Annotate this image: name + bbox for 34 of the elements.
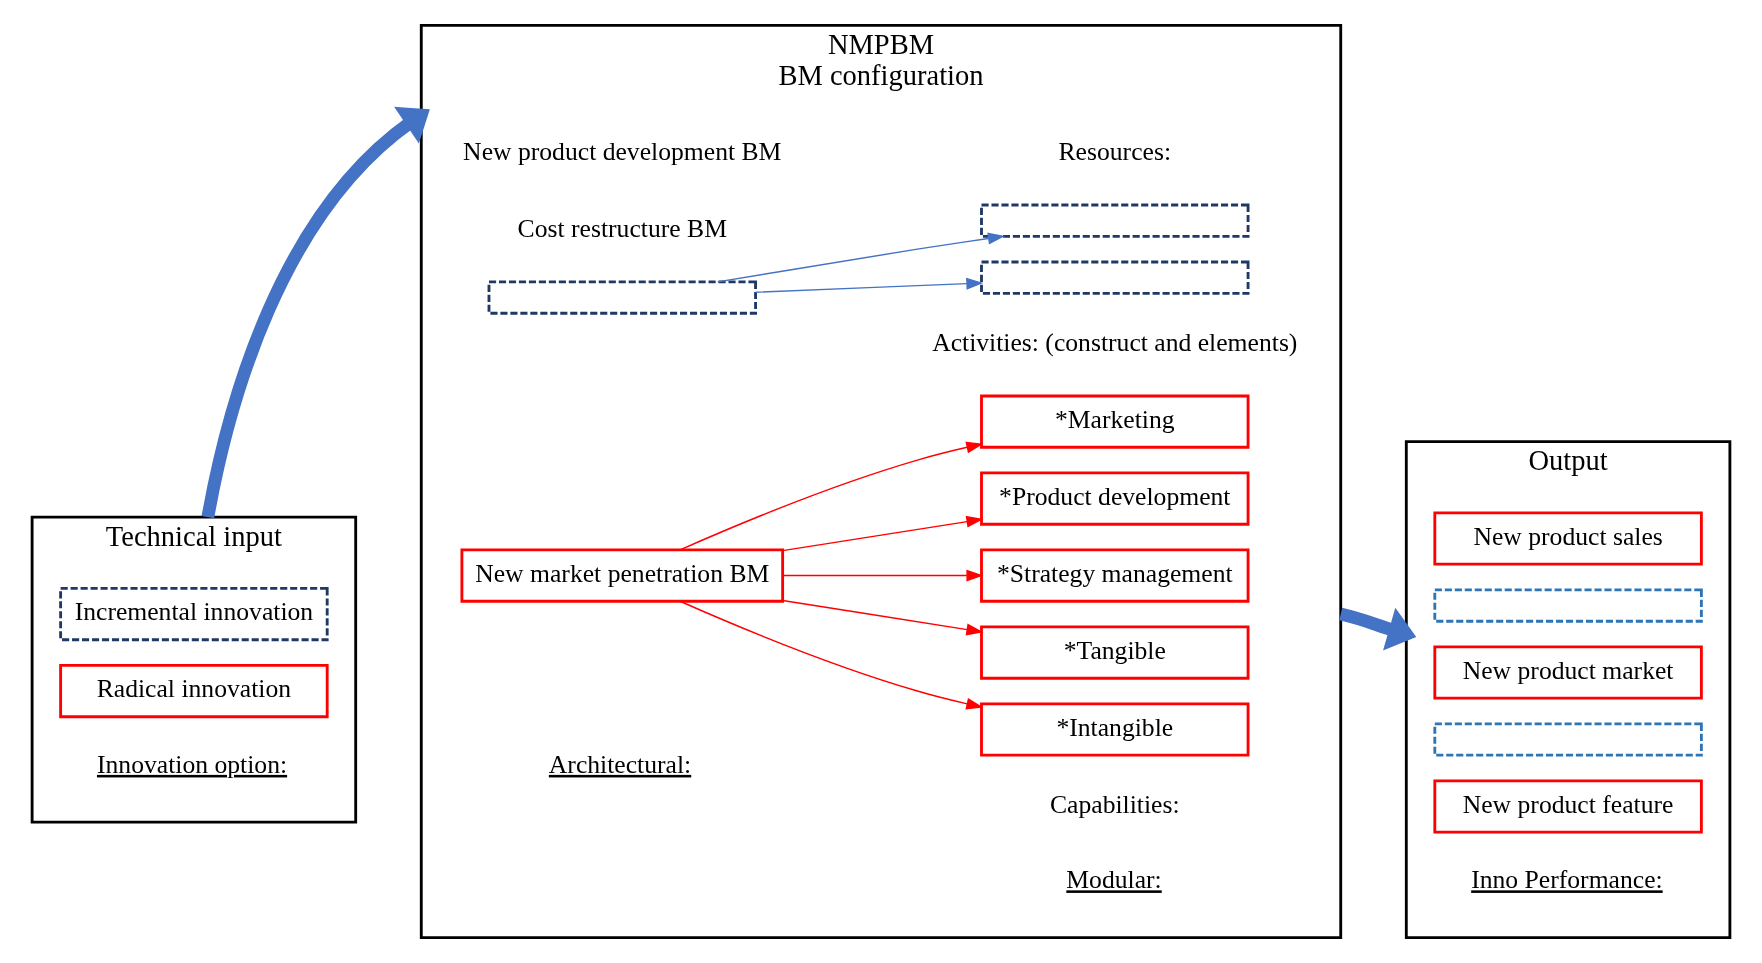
arrow <box>781 569 984 582</box>
arrow <box>679 600 984 710</box>
label: Cost restructure BM <box>517 213 727 243</box>
label: Capabilities: <box>1049 789 1180 819</box>
node-box: New product market <box>1433 645 1703 700</box>
label: Modular: <box>1066 865 1162 895</box>
node-box: *Product development <box>980 471 1250 526</box>
node-box <box>980 203 1250 238</box>
node-box: New product feature <box>1433 779 1703 834</box>
node-box: *Intangible <box>980 702 1250 757</box>
arrow <box>1339 607 1417 651</box>
node-box <box>487 280 757 315</box>
node-box <box>980 260 1250 295</box>
label: Resources: <box>1058 136 1172 166</box>
arrow <box>781 515 984 552</box>
node-box <box>1433 588 1703 623</box>
label: Innovation option: <box>96 749 288 779</box>
arrow <box>679 441 984 551</box>
node-box: New market penetration BM <box>460 548 785 603</box>
label: New product development BM <box>463 136 782 166</box>
node-box: Incremental innovation <box>59 587 329 642</box>
arrow <box>754 277 984 293</box>
node-box: *Tangible <box>980 625 1250 680</box>
label: Activities: (construct and elements) <box>932 327 1298 357</box>
arrow <box>781 599 984 636</box>
label: Architectural: <box>548 749 692 779</box>
arrow <box>716 232 1006 283</box>
node-box <box>1433 722 1703 757</box>
node-box: *Marketing <box>980 394 1250 449</box>
label: Inno Performance: <box>1471 865 1663 895</box>
node-box: Radical innovation <box>59 663 329 719</box>
arrow <box>201 106 430 519</box>
node-box: New product sales <box>1433 511 1703 566</box>
node-box: *Strategy management <box>980 548 1250 603</box>
